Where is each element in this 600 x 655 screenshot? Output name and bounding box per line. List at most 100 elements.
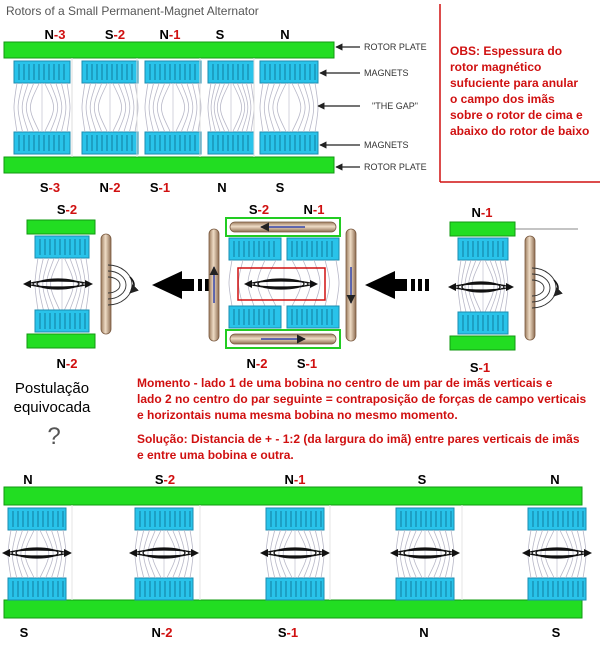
mid-right-field-lines-line — [464, 259, 472, 313]
obs-line-5: sobre o rotor de cima e — [450, 108, 583, 122]
label-magnets-top: MAGNETS — [364, 68, 409, 78]
top-field-lines-1-line — [13, 82, 18, 133]
top-magnet-upper-4-body — [207, 60, 255, 84]
top-field-lines-3-line — [180, 82, 190, 133]
mid-right-horizontal-coil-arrow-left — [448, 283, 456, 291]
top-magnet-upper-3-body — [144, 60, 202, 84]
mid-center-magnet-upper-2-body — [286, 237, 340, 261]
bottom-horizontal-coil-5-turn — [535, 547, 579, 559]
momento-line-1: Momento - lado 1 de uma bobina no centro… — [137, 376, 553, 390]
mid-left-field-lines-line — [69, 257, 78, 311]
mid-left-lower-pole: N-2 — [57, 356, 78, 371]
top-lower-pole-4-letter: N — [217, 180, 226, 195]
mid-center-field-lines-line — [313, 259, 321, 307]
bottom-horizontal-coil-2-turn — [142, 547, 186, 559]
top-lower-pole-2-number: -2 — [109, 180, 121, 195]
mid-center-upper-pole-1-number: -2 — [258, 202, 270, 217]
bottom-field-lines-3-line — [282, 529, 293, 579]
mid-center-horizontal-coil — [244, 278, 318, 290]
mid-left-horizontal-coil — [23, 278, 93, 290]
top-field-lines-3-line — [156, 82, 166, 133]
top-lower-pole-3-number: -1 — [159, 180, 171, 195]
top-upper-pole-5: N — [280, 27, 289, 42]
bottom-field-lines-5-line — [536, 529, 543, 579]
mid-left-field-lines — [34, 257, 90, 311]
top-field-lines-4-line — [220, 82, 230, 133]
top-field-lines-4-line — [246, 82, 252, 133]
top-magnet-upper-2 — [81, 60, 139, 84]
top-field-lines-5-line — [297, 82, 306, 133]
mid-right-field-lines-line — [484, 259, 495, 313]
bottom-horizontal-coil-3-turn — [273, 547, 317, 559]
top-field-lines-3-line — [152, 82, 160, 133]
bottom-field-lines-5-line — [571, 529, 578, 579]
bottom-field-lines-3-line — [297, 529, 308, 579]
top-field-lines-5-line — [291, 82, 302, 133]
top-field-lines-1-line — [44, 82, 54, 133]
top-field-lines-5-line — [263, 82, 270, 133]
top-upper-pole-4-letter: S — [216, 27, 225, 42]
top-lower-pole-3-letter: S — [150, 180, 159, 195]
top-magnet-lower-2 — [81, 131, 139, 155]
bottom-upper-pole-2: S-2 — [155, 472, 175, 487]
mid-center-upper-pole-1-letter: S — [249, 202, 258, 217]
mid-right-lower-pole-letter: S — [470, 360, 479, 375]
obs-line-2: rotor magnético — [450, 60, 541, 74]
bottom-horizontal-coil-1-arrow-left — [2, 549, 10, 557]
bottom-upper-pole-2-letter: S — [155, 472, 164, 487]
top-rotor-plate-lower — [3, 156, 335, 174]
top-lower-pole-5: S — [276, 180, 285, 195]
mid-left-upper-pole: S-2 — [57, 202, 77, 217]
mid-center-frame-top — [225, 217, 341, 237]
top-magnet-lower-1-body — [13, 131, 71, 155]
bottom-upper-pole-4: S — [418, 472, 427, 487]
mid-left-upper-pole-number: -2 — [66, 202, 78, 217]
arrow-center-big-head — [365, 271, 407, 299]
top-field-lines-4-line — [210, 82, 216, 133]
mid-right-vertical-coil — [524, 235, 536, 341]
arrow-center-big-dash — [411, 279, 415, 291]
bottom-field-lines-4-line — [427, 529, 438, 579]
bottom-magnet-lower-3-body — [265, 577, 325, 601]
bottom-upper-pole-1-letter: N — [23, 472, 32, 487]
bottom-horizontal-coil-5 — [522, 547, 592, 559]
bottom-lower-pole-2-letter: N — [152, 625, 161, 640]
top-field-lines-2-line — [123, 82, 131, 133]
top-lower-pole-1-letter: S — [40, 180, 49, 195]
mid-left-magnet-lower — [34, 309, 90, 333]
question-mark: ? — [47, 423, 60, 450]
top-rotor-assembly — [3, 41, 335, 174]
mid-right-horizontal-coil-arrow-right — [506, 283, 514, 291]
bottom-magnet-lower-2-body — [134, 577, 194, 601]
mid-center-field-lines-line — [324, 259, 330, 307]
bottom-field-lines-5-line — [540, 529, 549, 579]
top-field-lines-5-line — [276, 82, 287, 133]
mid-right-lower-pole-number: -1 — [479, 360, 491, 375]
top-field-lines-4-line — [207, 82, 212, 133]
bottom-field-lines-3-line — [309, 529, 316, 579]
bottom-horizontal-coil-3-turn — [269, 548, 321, 558]
mid-right-field-lines-line — [494, 259, 502, 313]
top-field-lines-1-line — [21, 82, 29, 133]
mid-left-plate-upper — [26, 219, 96, 235]
top-field-lines-4-line — [241, 82, 249, 133]
bottom-field-lines-4-line — [412, 529, 423, 579]
callout-the-gap: "THE GAP" — [317, 101, 418, 111]
bottom-rotor-plate-upper — [3, 486, 583, 506]
mid-center-upper-pole-2-letter: N — [304, 202, 313, 217]
top-field-lines-2-line — [134, 82, 139, 133]
bottom-horizontal-coil-5-arrow-right — [584, 549, 592, 557]
callout-magnets-top: MAGNETS — [319, 68, 409, 78]
top-field-lines-5-line — [272, 82, 281, 133]
mid-center-field-lines-line — [291, 259, 302, 307]
bottom-field-lines-3-line — [278, 529, 287, 579]
mid-center-lower-pole-2: S-1 — [297, 356, 317, 371]
bottom-magnet-upper-1 — [7, 507, 67, 531]
top-lower-pole-4: N — [217, 180, 226, 195]
top-field-lines-3-line — [144, 82, 149, 133]
top-field-lines-3-line — [175, 82, 185, 133]
obs-line-1: OBS: Espessura do — [450, 44, 562, 58]
